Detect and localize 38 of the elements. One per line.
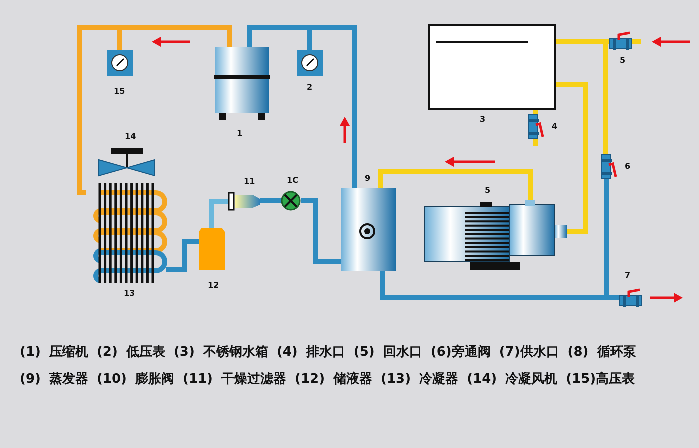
pipe <box>534 110 538 115</box>
pressure-gauge <box>297 50 323 76</box>
receiver-tank <box>199 228 225 270</box>
legend-text: (1) 压缩机 (2) 低压表 (3) 不锈钢水箱 (4) 排水口 (5) 回水口 (6)旁通阀 (7)供水口 (8) 循环泵 <box>20 344 636 361</box>
pump <box>425 202 567 270</box>
ball-valve <box>620 290 642 306</box>
pipe <box>556 82 588 234</box>
callout-number: 5 <box>620 57 626 65</box>
pipe <box>378 170 534 202</box>
fan <box>99 148 157 178</box>
pipe <box>260 198 281 204</box>
callout-number: 1 <box>237 130 243 138</box>
pipe <box>210 200 229 228</box>
pipe <box>166 240 199 272</box>
ball-valve <box>610 33 632 51</box>
callout-number: 15 <box>114 88 126 96</box>
callout-number: 9 <box>365 175 371 183</box>
callout-number: 13 <box>124 290 136 298</box>
ball-valve <box>528 115 546 139</box>
callout-number: 11 <box>244 178 256 186</box>
callout-number: 7 <box>625 272 631 280</box>
ball-valve <box>601 155 615 179</box>
compressor <box>215 47 269 120</box>
callout-number: 12 <box>208 282 220 290</box>
water-tank <box>428 24 556 110</box>
legend-text: (9) 蒸发器 (10) 膨胀阀 (11) 干燥过滤器 (12) 储液器 (13) 冷凝器 (14) 冷凝风机 (15)高压表 <box>20 370 636 388</box>
pressure-gauge <box>107 50 133 76</box>
callout-number: 3 <box>480 116 486 124</box>
pipe <box>301 198 341 264</box>
callout-number: 14 <box>125 133 136 141</box>
callout-number: 4 <box>552 123 558 131</box>
evaporator <box>341 188 396 271</box>
callout-number: 5 <box>485 187 491 195</box>
callout-number: 1C <box>287 177 298 185</box>
callout-number: 2 <box>307 84 313 92</box>
callout-number: 6 <box>625 163 631 171</box>
expansion-valve <box>281 191 301 211</box>
filter-drier <box>229 193 260 210</box>
